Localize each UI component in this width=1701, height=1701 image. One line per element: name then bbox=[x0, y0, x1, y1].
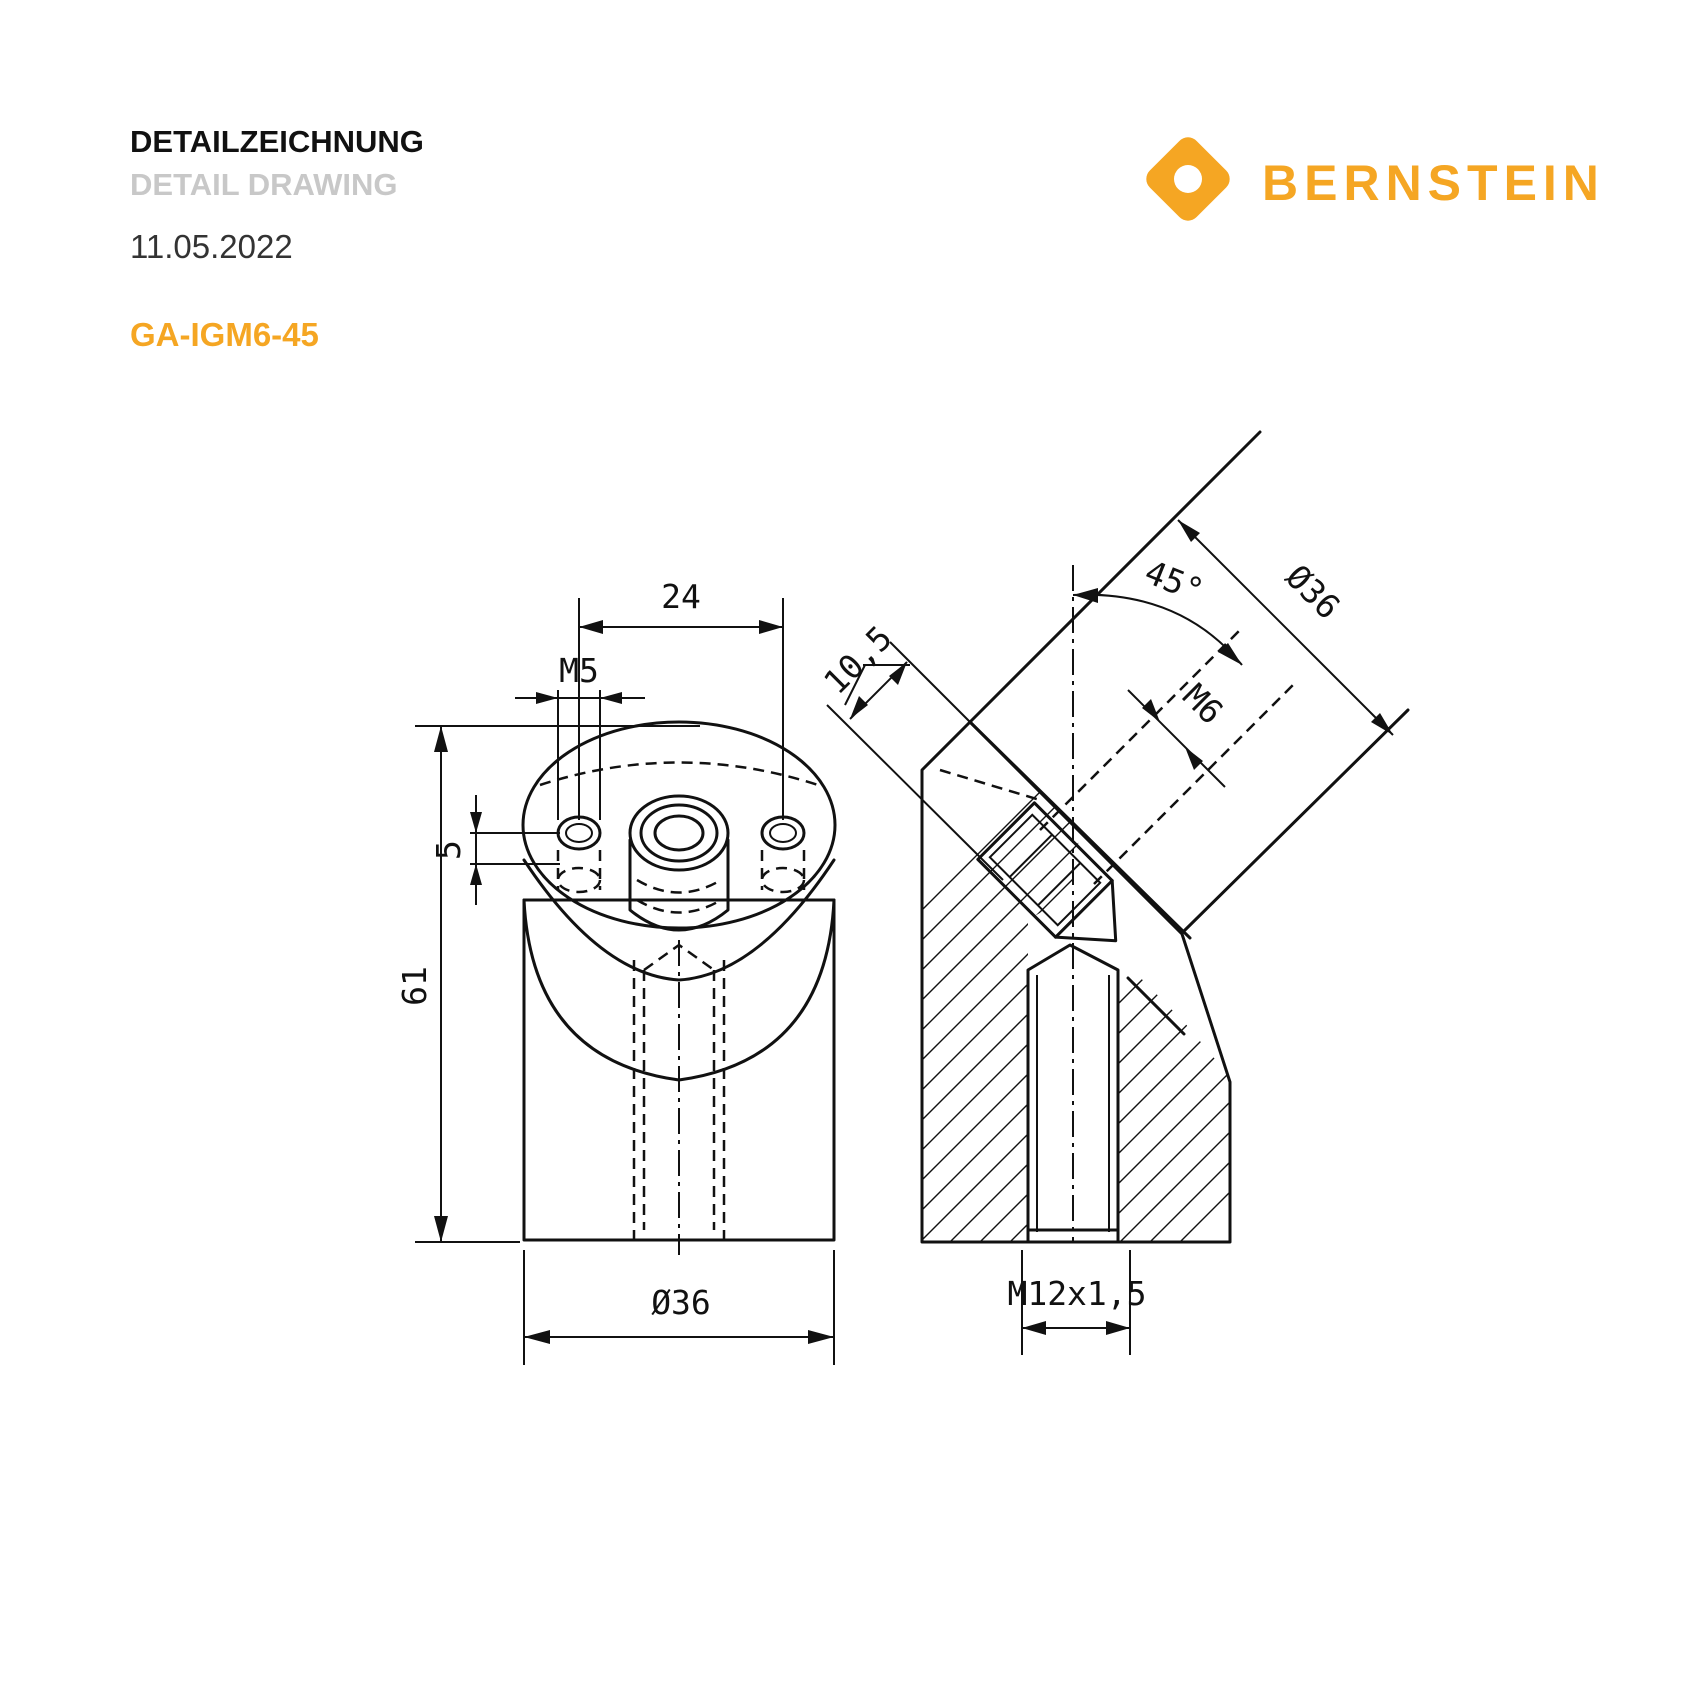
dim-label-diameter-front: Ø36 bbox=[651, 1283, 711, 1322]
tilted-insert bbox=[976, 801, 1118, 943]
dim-width-24: 24 bbox=[578, 577, 784, 820]
dim-label-m6: M6 bbox=[1175, 676, 1231, 732]
dim-label-diameter-side: Ø36 bbox=[1278, 557, 1348, 627]
dim-label-24: 24 bbox=[661, 577, 701, 616]
part-number: GA-IGM6-45 bbox=[130, 316, 319, 353]
dim-diameter-36-front: Ø36 bbox=[523, 1250, 835, 1365]
dim-label-m5: M5 bbox=[559, 651, 599, 690]
front-view-body bbox=[521, 720, 837, 1255]
dim-height-61: 61 bbox=[395, 725, 700, 1243]
dim-spacing-5: 5 bbox=[429, 795, 560, 905]
rounded-diamond-icon bbox=[1146, 137, 1230, 221]
dim-angle-45: 45° bbox=[1072, 552, 1243, 666]
bernstein-logo bbox=[1146, 137, 1230, 221]
dim-offset-10-5: 10,5 bbox=[816, 618, 1006, 881]
section-hatching-right bbox=[1118, 955, 1230, 1242]
dim-thread-m12: M12x1,5 bbox=[1007, 1250, 1147, 1355]
title-english: DETAIL DRAWING bbox=[130, 167, 398, 202]
front-view: 24 M5 5 61 Ø36 bbox=[395, 577, 837, 1365]
section-outline bbox=[920, 720, 1232, 1244]
side-section-view: 10,5 45° Ø36 M6 M12x1,5 bbox=[816, 430, 1410, 1355]
drawing-date: 11.05.2022 bbox=[130, 228, 293, 265]
dim-label-5: 5 bbox=[429, 840, 468, 860]
dim-thread-m6: M6 bbox=[1127, 676, 1231, 788]
title-german: DETAILZEICHNUNG bbox=[130, 124, 424, 159]
dim-label-61: 61 bbox=[395, 966, 434, 1006]
dim-label-45: 45° bbox=[1139, 552, 1209, 610]
dim-thread-m5: M5 bbox=[515, 651, 645, 820]
brand-name: BERNSTEIN bbox=[1262, 155, 1605, 211]
dim-label-10-5: 10,5 bbox=[816, 618, 900, 702]
dim-label-m12: M12x1,5 bbox=[1007, 1274, 1146, 1313]
